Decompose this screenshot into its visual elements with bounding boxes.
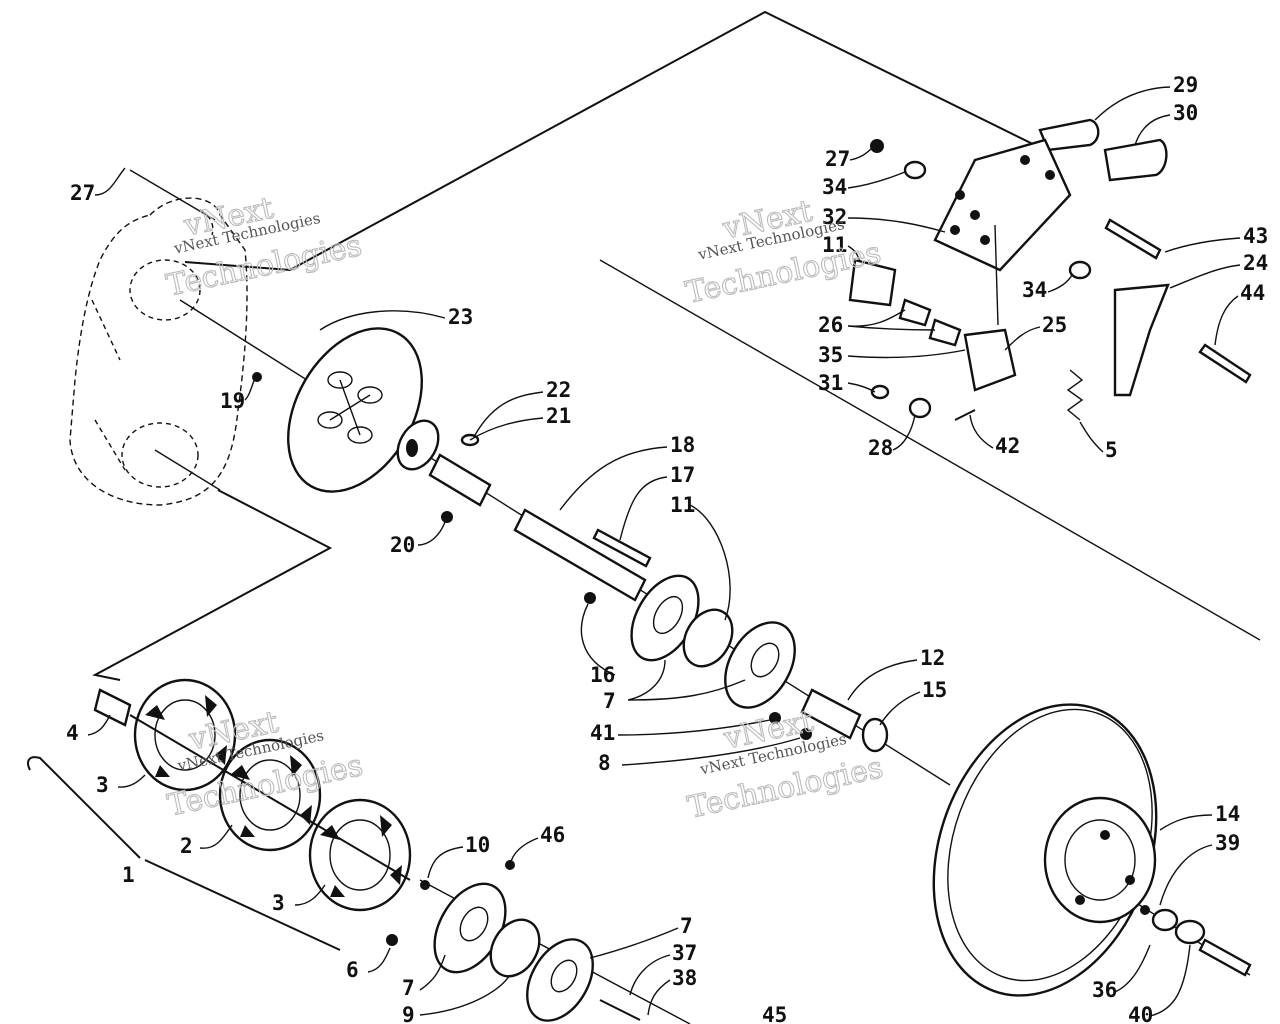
callout-35: 35 — [818, 343, 843, 367]
callout-20: 20 — [390, 533, 415, 557]
callout-32: 32 — [822, 205, 847, 229]
callout-31: 31 — [818, 371, 843, 395]
callout-41: 41 — [590, 721, 615, 745]
callout-7-lower-right: 7 — [680, 914, 693, 938]
callout-43: 43 — [1243, 224, 1268, 248]
callout-6: 6 — [346, 958, 359, 982]
callout-labels: 27 19 23 22 21 20 18 17 11 16 7 41 8 12 … — [66, 73, 1268, 1024]
callout-34-lower: 34 — [1022, 278, 1047, 302]
drive-shaft-sprockets — [27, 678, 412, 951]
callout-10: 10 — [465, 833, 490, 857]
callout-38: 38 — [672, 966, 697, 990]
callout-36: 36 — [1092, 978, 1117, 1002]
callout-29: 29 — [1173, 73, 1198, 97]
assembly-outline — [184, 10, 1046, 272]
callout-12: 12 — [920, 646, 945, 670]
watermark-left: vNext vNext Technologies Technologies — [163, 190, 366, 304]
callout-4: 4 — [66, 721, 79, 745]
callout-37: 37 — [672, 941, 697, 965]
mid-shaft-parts — [513, 508, 889, 753]
callout-24: 24 — [1243, 251, 1268, 275]
chaincase-housing — [69, 197, 248, 506]
callout-46: 46 — [540, 823, 565, 847]
brake-caliper-group — [848, 118, 1252, 421]
brake-disc — [287, 327, 423, 493]
callout-3-lower: 3 — [272, 891, 285, 915]
callout-8: 8 — [598, 751, 611, 775]
bearing-and-stub-shaft — [252, 372, 492, 523]
callout-11-right: 11 — [822, 233, 847, 257]
callout-17: 17 — [670, 463, 695, 487]
callout-16: 16 — [590, 663, 615, 687]
callout-39: 39 — [1215, 831, 1240, 855]
callout-21: 21 — [546, 404, 571, 428]
callout-42: 42 — [995, 434, 1020, 458]
callout-15: 15 — [922, 678, 947, 702]
callout-40: 40 — [1128, 1003, 1153, 1024]
callout-23: 23 — [448, 305, 473, 329]
callout-7-middle: 7 — [603, 689, 616, 713]
callout-25: 25 — [1042, 313, 1067, 337]
callout-26: 26 — [818, 313, 843, 337]
callout-2: 2 — [180, 834, 193, 858]
callout-3-upper: 3 — [96, 773, 109, 797]
callout-45: 45 — [762, 1003, 787, 1024]
callout-18: 18 — [670, 433, 695, 457]
driven-pulley — [932, 703, 1252, 997]
callout-27-left: 27 — [70, 181, 95, 205]
callout-7-lower-left: 7 — [402, 976, 415, 1000]
assembly-outline-lower — [92, 489, 333, 681]
leader-lines — [87, 86, 1241, 1017]
callout-44: 44 — [1240, 281, 1265, 305]
callout-22: 22 — [546, 378, 571, 402]
callout-14: 14 — [1215, 802, 1240, 826]
callout-27-right: 27 — [825, 147, 850, 171]
lower-bearing-parts — [386, 860, 641, 1022]
callout-1: 1 — [122, 863, 135, 887]
callout-19: 19 — [220, 389, 245, 413]
callout-30: 30 — [1173, 101, 1198, 125]
callout-34-upper: 34 — [822, 175, 847, 199]
callout-9: 9 — [402, 1003, 415, 1024]
callout-5: 5 — [1105, 438, 1118, 462]
callout-28: 28 — [868, 436, 893, 460]
